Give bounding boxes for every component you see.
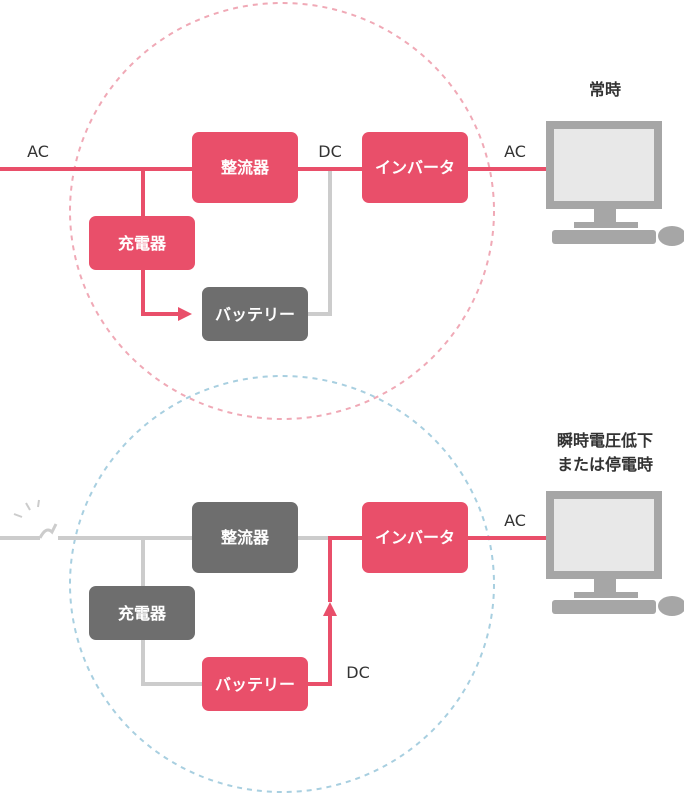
mode-label-normal: 常時 [589, 80, 621, 99]
rectifier-box-top [192, 132, 298, 203]
charging-line-top [141, 270, 182, 316]
battery-discharge-line [308, 612, 332, 686]
ac-output-label-bottom: AC [504, 511, 526, 530]
dc-label-bottom: DC [346, 663, 370, 682]
mode-label-outage-line2: または停電時 [557, 455, 653, 474]
charger-label-bottom: 充電器 [118, 604, 167, 623]
inverter-label-top: インバータ [375, 158, 455, 177]
normal-operation-section: 整流器 インバータ 充電器 バッテリー AC DC AC 常時 [0, 2, 684, 420]
broken-wire-icon [38, 523, 58, 539]
charger-box-top [89, 216, 195, 270]
inverter-box-bottom [362, 502, 468, 573]
rectifier-box-bottom [192, 502, 298, 573]
inverter-box-top [362, 132, 468, 203]
battery-label-bottom: バッテリー [215, 675, 295, 694]
spark-icon [13, 499, 40, 518]
ups-boundary-ring-top [69, 2, 495, 420]
battery-box-top [202, 287, 308, 341]
outage-operation-section: 整流器 インバータ 充電器 バッテリー DC AC 瞬時電圧低下 または停電時 [0, 375, 684, 793]
dc-label-top: DC [318, 142, 342, 161]
inverter-label-bottom: インバータ [375, 528, 455, 547]
mode-label-outage-line1: 瞬時電圧低下 [557, 431, 653, 450]
ac-input-label-top: AC [27, 142, 49, 161]
ups-boundary-ring-bottom [69, 375, 495, 793]
charging-line-bottom [141, 640, 202, 686]
computer-icon-top [546, 121, 684, 246]
computer-icon-bottom [546, 491, 684, 616]
battery-float-line-top [308, 169, 332, 316]
charger-box-bottom [89, 586, 195, 640]
dc-bus-line-active-bottom [328, 536, 362, 602]
discharge-arrow-icon [323, 602, 337, 616]
battery-box-bottom [202, 657, 308, 711]
ac-output-label-top: AC [504, 142, 526, 161]
charger-label-top: 充電器 [118, 234, 167, 253]
rectifier-label-top: 整流器 [220, 158, 270, 177]
battery-label-top: バッテリー [215, 305, 295, 324]
charging-arrow-icon [178, 307, 192, 321]
rectifier-label-bottom: 整流器 [220, 528, 270, 547]
